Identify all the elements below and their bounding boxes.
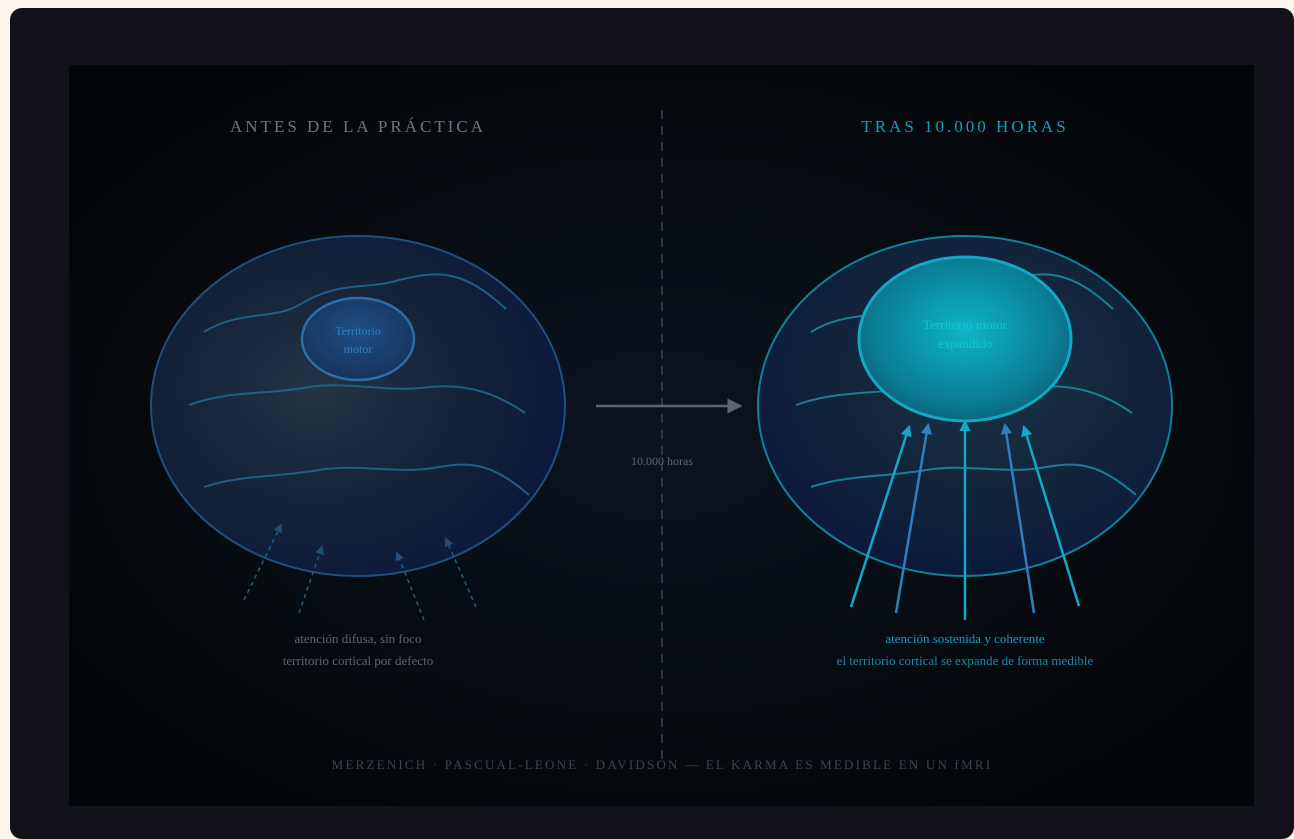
left-brain-outline xyxy=(150,235,566,577)
focused-arrow-5 xyxy=(1021,424,1081,607)
focused-arrow-1 xyxy=(849,424,912,608)
left-region-label-1: Territorio xyxy=(335,324,381,338)
focused-arrow-4 xyxy=(1000,422,1036,614)
diffuse-arrow-2 xyxy=(298,545,324,614)
footer-credits: MERZENICH · PASCUAL-LEONE · DAVIDSON — E… xyxy=(332,757,992,772)
left-caption-2: territorio cortical por defecto xyxy=(283,653,434,668)
right-region-label-1: Territorio motor xyxy=(923,317,1008,332)
right-brain: Territorio motor expandido xyxy=(757,235,1173,577)
focused-arrow-2 xyxy=(894,422,933,614)
left-region-label-2: motor xyxy=(344,342,373,356)
left-diffuse-arrows xyxy=(243,523,477,621)
right-sulcus-3 xyxy=(810,463,1137,496)
right-caption-1: atención sostenida y coherente xyxy=(885,631,1044,646)
transition-label: 10.000 horas xyxy=(631,454,693,468)
left-heading: ANTES DE LA PRÁCTICA xyxy=(230,117,486,136)
left-sulcus-1 xyxy=(203,273,507,333)
left-sulcus-3 xyxy=(203,463,530,496)
right-focused-arrows xyxy=(849,419,1081,620)
left-motor-region xyxy=(300,296,416,382)
right-caption-2: el territorio cortical se expande de for… xyxy=(837,653,1094,668)
outer-frame: ANTES DE LA PRÁCTICA TRAS 10.000 HORAS T… xyxy=(10,8,1294,839)
diagram-panel: ANTES DE LA PRÁCTICA TRAS 10.000 HORAS T… xyxy=(69,65,1254,806)
left-caption-1: atención difusa, sin foco xyxy=(294,631,421,646)
right-heading: TRAS 10.000 HORAS xyxy=(861,117,1068,136)
diffuse-arrow-1 xyxy=(243,523,282,601)
right-region-label-2: expandido xyxy=(938,336,992,351)
left-brain: Territorio motor xyxy=(150,235,566,577)
left-sulcus-2 xyxy=(188,384,526,414)
neuroplasticity-diagram: ANTES DE LA PRÁCTICA TRAS 10.000 HORAS T… xyxy=(69,65,1254,806)
